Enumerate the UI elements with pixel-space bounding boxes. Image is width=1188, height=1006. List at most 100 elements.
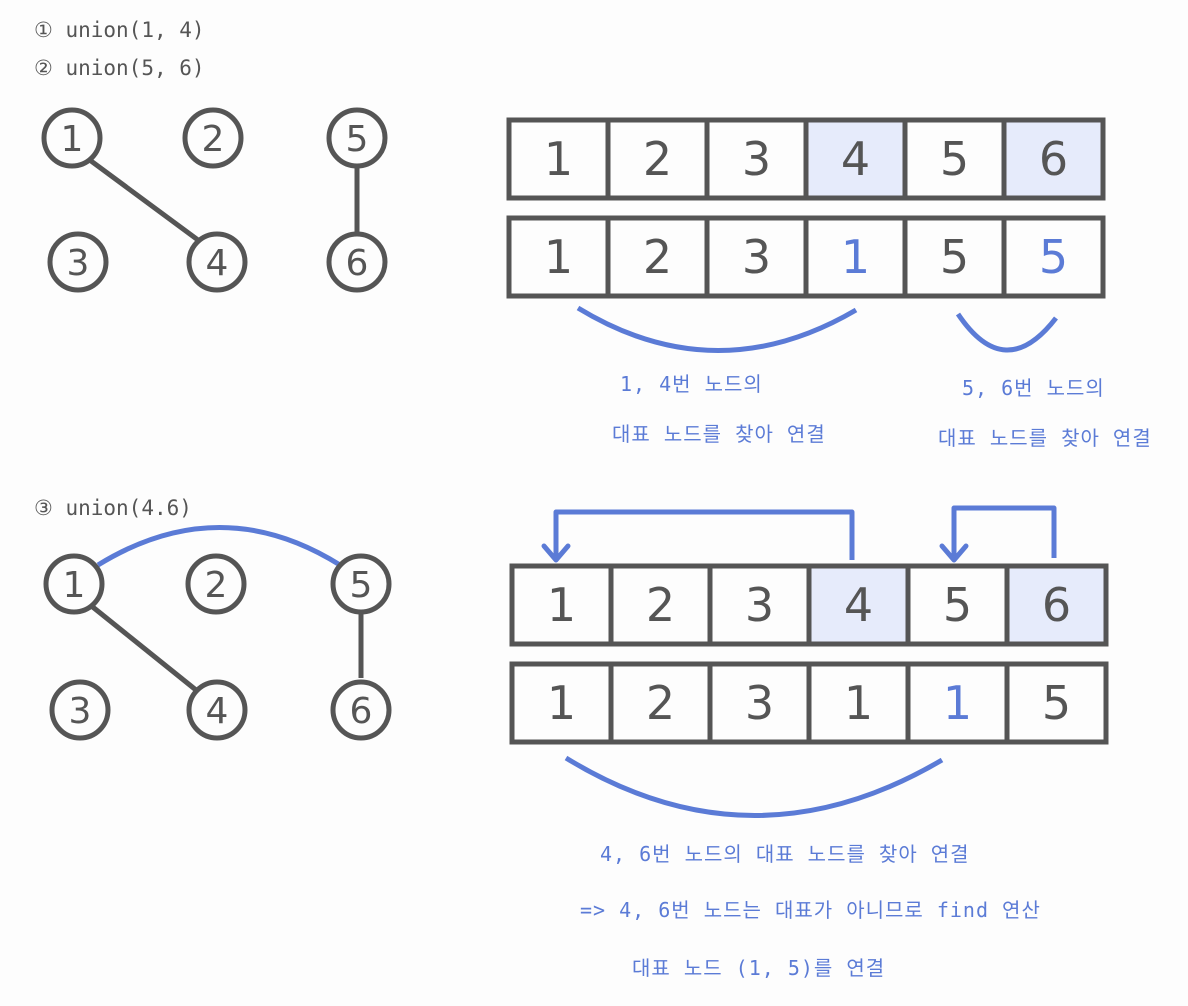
array-cell: 5 xyxy=(1001,215,1106,299)
note-top-right-line2: 대표 노드를 찾아 연결 xyxy=(938,426,1152,450)
note-top-left-line2: 대표 노드를 찾아 연결 xyxy=(612,422,826,446)
svg-text:2: 2 xyxy=(205,565,228,606)
svg-text:1: 1 xyxy=(63,565,86,606)
step-3-label: ③ union(4.6) xyxy=(34,496,192,520)
note-bottom-line1: 4, 6번 노드의 대표 노드를 찾아 연결 xyxy=(600,842,970,866)
array-cell: 3 xyxy=(704,215,809,299)
array-cell: 2 xyxy=(605,215,710,299)
svg-text:5: 5 xyxy=(346,119,369,160)
array-cell-value: 1 xyxy=(844,676,873,730)
graph-top: 1 2 5 3 4 6 xyxy=(41,107,388,293)
array-cell-value: 6 xyxy=(1039,132,1068,186)
array-top-index: 1 2 3 4 5 6 xyxy=(506,117,1106,201)
svg-text:1: 1 xyxy=(61,119,84,160)
array-top-parent: 1 2 3 1 5 5 xyxy=(506,215,1106,299)
node-1: 1 xyxy=(41,107,103,169)
array-cell-value: 1 xyxy=(841,230,870,284)
arrow-4-to-1 xyxy=(553,509,855,560)
step-2-label: ② union(5, 6) xyxy=(34,56,205,80)
array-cell: 2 xyxy=(605,117,710,201)
svg-text:3: 3 xyxy=(69,691,92,732)
array-cell-value: 3 xyxy=(745,676,774,730)
note-top-left-line1: 1, 4번 노드의 xyxy=(620,372,763,396)
svg-text:2: 2 xyxy=(202,119,225,160)
node-2: 2 xyxy=(182,107,244,169)
array-cell-value: 1 xyxy=(544,230,573,284)
note-bottom-line3: 대표 노드 (1, 5)를 연결 xyxy=(632,956,886,980)
array-cell: 2 xyxy=(608,661,713,745)
edge-1-4 xyxy=(87,602,198,692)
array-cell: 4 xyxy=(806,563,911,647)
node-3: 3 xyxy=(49,679,111,741)
array-cell: 5 xyxy=(902,117,1007,201)
node-3: 3 xyxy=(47,231,109,293)
node-6: 6 xyxy=(330,679,392,741)
node-4: 4 xyxy=(186,231,248,293)
arrays-layer: 1 2 3 4 5 6 1 2 3 1 5 5 1 2 3 4 5 6 1 2 3 1 1 5 xyxy=(506,117,1109,745)
array-cell: 6 xyxy=(1001,117,1106,201)
svg-text:3: 3 xyxy=(67,243,90,284)
array-cell: 1 xyxy=(905,661,1010,745)
array-cell-value: 5 xyxy=(1039,230,1068,284)
svg-text:6: 6 xyxy=(350,691,373,732)
array-cell: 1 xyxy=(506,117,611,201)
edge-1-4 xyxy=(85,155,200,243)
array-cell-value: 5 xyxy=(943,578,972,632)
array-cell: 3 xyxy=(704,117,809,201)
array-cell: 3 xyxy=(707,661,812,745)
array-cell-value: 1 xyxy=(547,676,576,730)
node-5: 5 xyxy=(326,107,388,169)
array-cell-value: 3 xyxy=(742,230,771,284)
array-cell-value: 6 xyxy=(1042,578,1071,632)
array-cell-value: 5 xyxy=(940,132,969,186)
note-top-right-line1: 5, 6번 노드의 xyxy=(962,376,1105,400)
array-cell-value: 2 xyxy=(646,578,675,632)
array-cell: 4 xyxy=(803,117,908,201)
array-cell: 5 xyxy=(902,215,1007,299)
edge-1-5-union xyxy=(96,525,342,568)
array-cell: 3 xyxy=(707,563,812,647)
svg-text:5: 5 xyxy=(350,565,373,606)
svg-text:4: 4 xyxy=(206,243,229,284)
array-cell-value: 2 xyxy=(646,676,675,730)
array-cell: 1 xyxy=(506,215,611,299)
brace-4-6 xyxy=(564,755,944,818)
array-cell-value: 4 xyxy=(841,132,870,186)
array-cell-value: 5 xyxy=(940,230,969,284)
array-cell-value: 1 xyxy=(544,132,573,186)
note-bottom-line2: => 4, 6번 노드는 대표가 아니므로 find 연산 xyxy=(580,898,1041,922)
array-cell: 5 xyxy=(1004,661,1109,745)
graph-bottom: 1 2 5 3 4 6 xyxy=(43,525,392,741)
node-4: 4 xyxy=(186,679,248,741)
arrow-6-to-5-head xyxy=(939,543,969,563)
array-bottom-parent: 1 2 3 1 1 5 xyxy=(509,661,1109,745)
node-1: 1 xyxy=(43,553,105,615)
array-cell-value: 3 xyxy=(745,578,774,632)
array-cell: 1 xyxy=(803,215,908,299)
array-cell: 1 xyxy=(806,661,911,745)
node-6: 6 xyxy=(326,231,388,293)
array-cell: 1 xyxy=(509,563,614,647)
array-cell-value: 5 xyxy=(1042,676,1071,730)
array-bottom-index: 1 2 3 4 5 6 xyxy=(509,563,1109,647)
arrow-6-to-5 xyxy=(951,505,1057,558)
array-cell: 2 xyxy=(608,563,713,647)
node-2: 2 xyxy=(185,553,247,615)
svg-text:6: 6 xyxy=(346,243,369,284)
array-cell: 5 xyxy=(905,563,1010,647)
array-cell-value: 2 xyxy=(643,230,672,284)
array-cell-value: 2 xyxy=(643,132,672,186)
array-cell-value: 3 xyxy=(742,132,771,186)
array-cell: 6 xyxy=(1004,563,1109,647)
node-5: 5 xyxy=(330,553,392,615)
array-cell-value: 1 xyxy=(547,578,576,632)
array-cell: 1 xyxy=(509,661,614,745)
step-1-label: ① union(1, 4) xyxy=(34,18,205,42)
brace-1-4 xyxy=(576,305,858,353)
arrow-4-to-1-head xyxy=(541,543,571,563)
svg-text:4: 4 xyxy=(206,691,229,732)
brace-5-6 xyxy=(955,312,1058,353)
array-cell-value: 4 xyxy=(844,578,873,632)
array-cell-value: 1 xyxy=(943,676,972,730)
